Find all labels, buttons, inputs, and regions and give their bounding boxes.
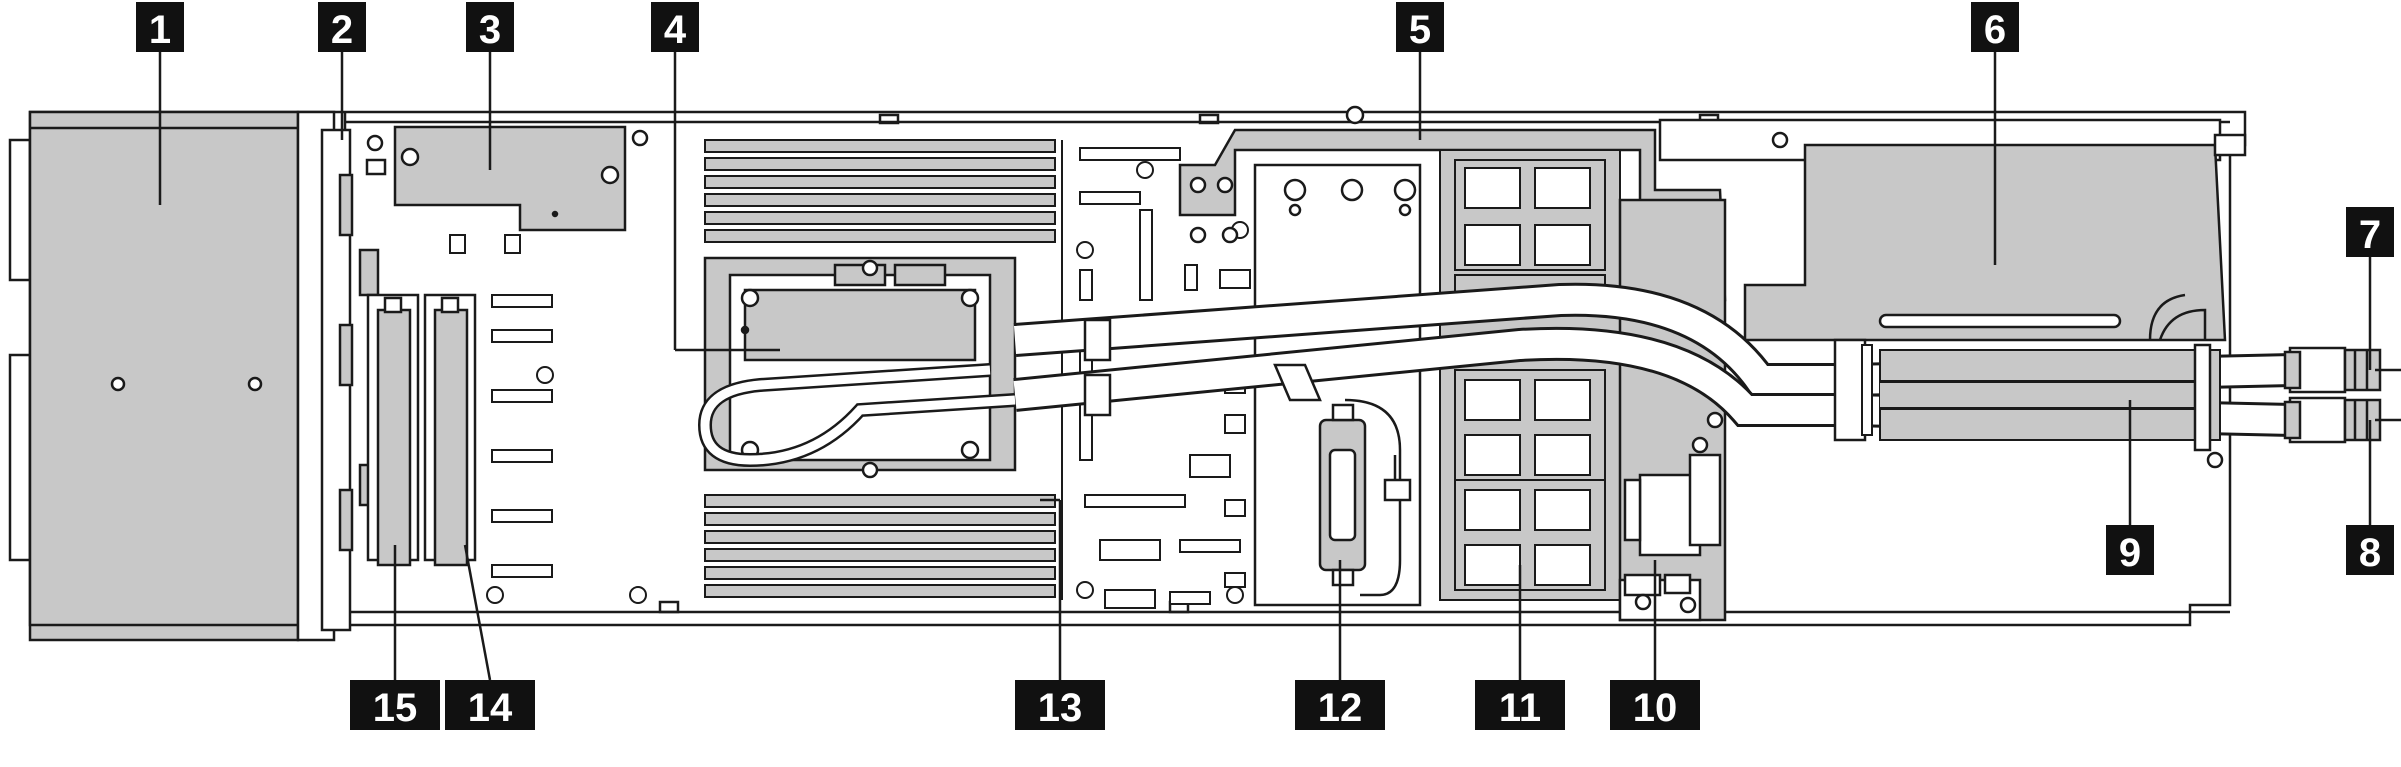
callout-4-label: 4: [664, 8, 687, 52]
leak-detection-module: [1318, 398, 1412, 597]
front-drive-cage: [28, 110, 336, 642]
power-connector-area: [1618, 198, 1727, 622]
callout-8: 8: [2346, 525, 2394, 575]
callout-10-label: 10: [1633, 686, 1678, 730]
callout-9-label: 9: [2119, 531, 2141, 575]
m2-drive-15: [366, 293, 420, 567]
callout-3: 3: [466, 2, 514, 52]
callout-2: 2: [318, 2, 366, 52]
callout-12-label: 12: [1318, 686, 1363, 730]
leader-lines: [158, 50, 2401, 681]
callout-7-label: 7: [2359, 213, 2381, 257]
system-io-board: [365, 125, 649, 232]
callout-14-label: 14: [468, 686, 513, 730]
callout-6: 6: [1971, 2, 2019, 52]
m2-drive-14: [423, 293, 477, 567]
callout-8-label: 8: [2359, 531, 2381, 575]
callout-13: 13: [1015, 680, 1105, 730]
callout-14: 14: [445, 680, 535, 730]
processor-cold-plate: [697, 256, 1017, 479]
callout-1-label: 1: [149, 8, 171, 52]
callout-13-label: 13: [1038, 686, 1083, 730]
callout-11: 11: [1475, 680, 1565, 730]
callout-7: 7: [2346, 207, 2394, 257]
callout-6-label: 6: [1984, 8, 2006, 52]
callout-2-label: 2: [331, 8, 353, 52]
callout-3-label: 3: [479, 8, 501, 52]
callout-15: 15: [350, 680, 440, 730]
callout-15-label: 15: [373, 686, 418, 730]
callout-12: 12: [1295, 680, 1385, 730]
coolant-tubes: [1013, 282, 2291, 452]
callout-5-label: 5: [1409, 8, 1431, 52]
quick-connect-outlet: [2283, 346, 2382, 394]
pcie-riser: [1658, 118, 2247, 469]
accelerator-modules: [1439, 149, 1621, 601]
callout-11-label: 11: [1499, 686, 1541, 730]
callout-1: 1: [136, 2, 184, 52]
callout-9: 9: [2106, 525, 2154, 575]
callout-5: 5: [1396, 2, 1444, 52]
dimm-bank-upper: [704, 139, 1056, 243]
callout-badges: 1 2 3 4 5 6 7 8: [136, 2, 2394, 730]
callout-10: 10: [1610, 680, 1700, 730]
callout-4: 4: [651, 2, 699, 52]
quick-connect-inlet: [2283, 396, 2382, 444]
m2-slot-connectors: [449, 234, 647, 604]
